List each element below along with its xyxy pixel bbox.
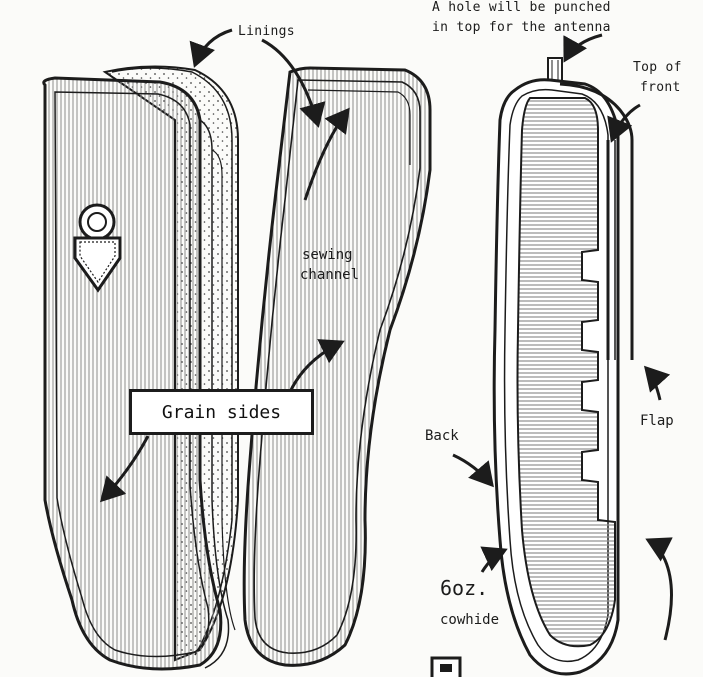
arrow-front-bottom [648,540,672,640]
label-grain-sides: Grain sides [162,402,281,423]
arrow-antenna-hole [565,35,602,60]
grain-sides-label-box: Grain sides [129,389,314,435]
middle-piece [244,68,430,665]
label-channel: channel [300,267,359,283]
arrow-linings-left [195,30,232,65]
label-top-of-front-line1: Top of [633,60,682,75]
label-top-of-front-line2: front [640,80,681,95]
label-linings: Linings [238,24,295,39]
label-hole-line1: A hole will be punched [432,0,611,15]
label-weight: 6oz. [440,576,488,600]
arrow-flap [646,368,660,400]
label-sewing: sewing [302,247,353,263]
label-hole-line2: in top for the antenna [432,20,611,35]
label-flap: Flap [640,413,674,429]
label-back: Back [425,428,459,444]
arrow-back [453,455,492,485]
label-material: cowhide [440,612,499,628]
